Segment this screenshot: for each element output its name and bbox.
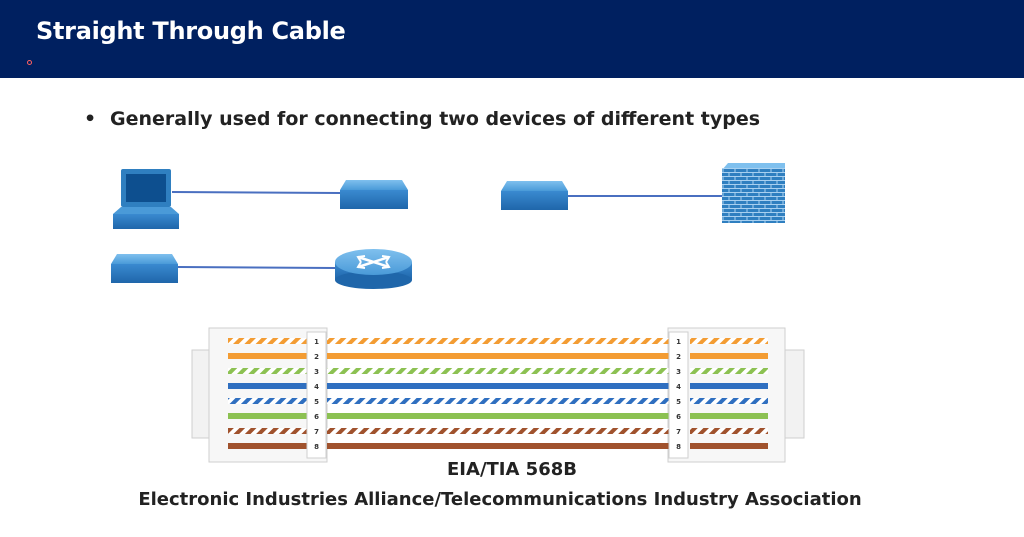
right-pin-label: 1 [676,338,681,346]
link-laptop-switch [171,191,341,194]
left-pin-label: 8 [314,443,319,451]
pinout-standard: EIA/TIA 568B [447,459,577,480]
left-pin-strip [306,331,327,459]
pinout-description: Electronic Industries Alliance/Telecommu… [138,489,862,510]
wire-pin-5 [228,398,307,404]
wire-pin-8 [327,443,669,449]
wire-pin-1 [327,338,669,344]
wire-pin-1 [228,338,307,344]
wire-pin-4 [327,383,669,389]
wire-pin-1 [690,338,768,344]
bullet-text: Generally used for connecting two device… [110,108,761,130]
slide-header: Straight Through Cable [0,0,1024,78]
wire-pin-6 [690,413,768,419]
left-pin-label: 4 [314,383,319,391]
left-pin-label: 5 [314,398,319,406]
switch-icon [501,181,568,210]
wire-pin-7 [228,428,307,434]
wire-pin-4 [690,383,768,389]
wire-bundle [228,338,768,449]
wire-pin-4 [228,383,307,389]
switch-icon [340,180,408,209]
wire-pin-5 [690,398,768,404]
wire-pin-6 [327,413,669,419]
pin-labels: 1 1 2 2 3 3 4 4 5 5 6 6 7 7 8 8 [314,338,681,451]
right-pin-label: 4 [676,383,681,391]
wire-pin-8 [690,443,768,449]
left-pin-label: 6 [314,413,319,421]
right-pin-label: 2 [676,353,681,361]
wire-pin-3 [690,368,768,374]
wire-pin-5 [327,398,669,404]
firewall-icon [722,163,785,223]
wire-pin-2 [327,353,669,359]
right-pin-strip [668,331,689,459]
right-pin-label: 8 [676,443,681,451]
pointer-dot [27,60,32,65]
left-pin-label: 3 [314,368,319,376]
left-pin-label: 2 [314,353,319,361]
bullet-point: • Generally used for connecting two devic… [84,108,760,130]
left-pin-label: 1 [314,338,319,346]
wire-pin-2 [228,353,307,359]
wire-pin-3 [327,368,669,374]
slide-title: Straight Through Cable [36,17,346,45]
left-pin-label: 7 [314,428,319,436]
switch-icon [111,254,178,283]
right-pin-label: 3 [676,368,681,376]
right-pin-label: 6 [676,413,681,421]
link-switch-router [177,266,336,269]
router-icon [335,249,412,289]
right-pin-label: 5 [676,398,681,406]
wire-pin-8 [228,443,307,449]
wire-pin-2 [690,353,768,359]
wire-pin-7 [327,428,669,434]
wire-pin-3 [228,368,307,374]
right-pin-label: 7 [676,428,681,436]
bullet-icon: • [84,108,97,130]
laptop-icon [113,169,179,229]
wire-pin-6 [228,413,307,419]
wire-pin-7 [690,428,768,434]
